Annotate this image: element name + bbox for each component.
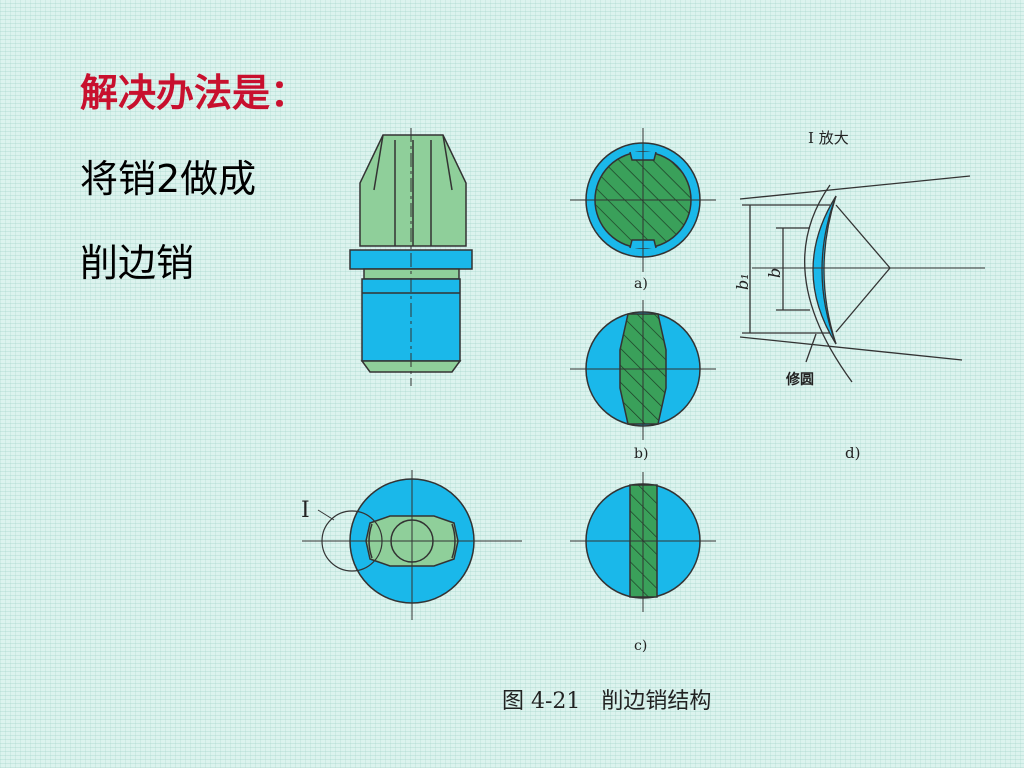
figure-caption: 图 4-21 削边销结构 (502, 689, 711, 714)
pin-side-view (349, 128, 473, 386)
label-a: a) (634, 276, 648, 292)
slide-title: 解决办法是： (80, 71, 309, 115)
pin-top-view (302, 470, 522, 620)
slide-text-line-2: 削边销 (80, 241, 195, 285)
dimension-b1: b₁ (733, 273, 752, 290)
dimension-b: b (765, 268, 784, 278)
roman-marker-I: I (301, 498, 310, 523)
slide-text-line-1: 将销2做成 (80, 157, 257, 201)
rounding-label: 修圆 (785, 371, 814, 388)
section-b (570, 300, 716, 440)
label-b: b) (634, 446, 648, 462)
section-a (570, 128, 716, 272)
section-c (570, 472, 716, 612)
detail-title: I 放大 (808, 129, 849, 147)
detail-view-d (739, 175, 985, 383)
label-c: c) (634, 638, 647, 654)
label-d: d) (845, 444, 860, 462)
